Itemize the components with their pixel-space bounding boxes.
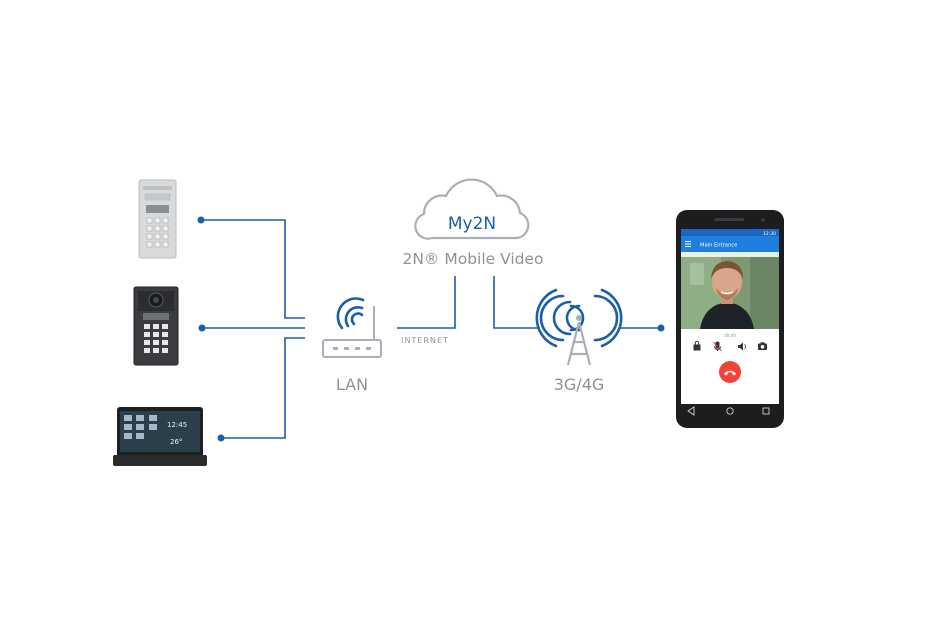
indoor-panel-icon: 12:45 26°: [113, 407, 207, 466]
smartphone: 12:30 Main Entrance 00:00: [676, 210, 784, 428]
node-dot-2: [198, 324, 206, 332]
node-dot-3: [217, 434, 225, 442]
node-dot-phone: [657, 324, 665, 332]
home-icon[interactable]: [726, 407, 734, 415]
status-time: 12:30: [763, 231, 776, 237]
line-cloud-to-tower: [493, 276, 540, 329]
cell-tower-icon: [535, 288, 623, 366]
router-icon: [322, 297, 382, 358]
line-router-to-cloud: [397, 276, 456, 329]
camera-icon[interactable]: [758, 342, 767, 350]
tower-label: 3G/4G: [554, 375, 605, 394]
cloud-subtitle: 2N® Mobile Video: [402, 250, 543, 268]
menu-icon[interactable]: [685, 241, 691, 247]
panel-time: 12:45: [167, 421, 187, 429]
panel-temp: 26°: [170, 438, 182, 446]
node-dot-1: [197, 216, 205, 224]
line-device-1: [201, 219, 305, 319]
mic-off-icon[interactable]: [713, 341, 722, 352]
call-timer: 00:00: [724, 333, 736, 338]
lan-connection-lines: [201, 219, 305, 439]
hang-up-button[interactable]: [719, 361, 741, 383]
cloud-title: My2N: [448, 214, 496, 234]
lock-icon[interactable]: [693, 340, 701, 351]
cloud-icon: [414, 178, 530, 240]
app-title: Main Entrance: [700, 243, 737, 249]
video-feed: [681, 257, 779, 329]
intercom-camera-icon: [133, 286, 179, 366]
internet-label: INTERNET: [401, 336, 449, 345]
speaker-icon[interactable]: [738, 342, 746, 351]
back-icon[interactable]: [687, 406, 695, 416]
recent-icon[interactable]: [762, 407, 770, 415]
wifi-icon: [336, 297, 365, 330]
lan-label: LAN: [336, 375, 368, 394]
line-device-3: [221, 337, 305, 439]
intercom-keypad-icon: [138, 179, 177, 259]
